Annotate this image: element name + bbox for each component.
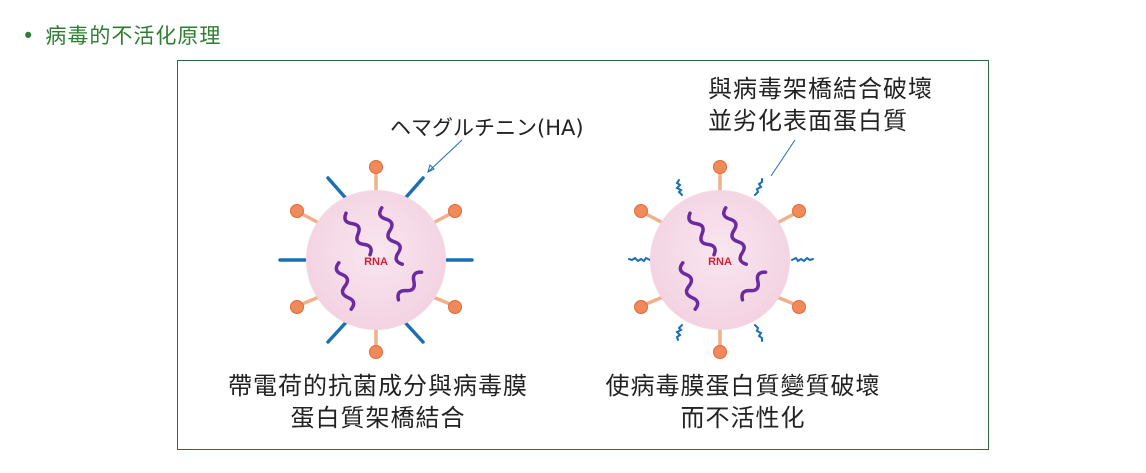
right-annotation: 與病毒架橋結合破壞 並劣化表面蛋白質	[708, 73, 933, 137]
rna-strand	[378, 206, 405, 266]
rna-strands	[678, 206, 768, 311]
rna-label: RNA	[364, 256, 388, 268]
degraded-spikes	[628, 178, 814, 342]
left-caption: 帶電荷的抗菌成分與病毒膜 蛋白質架橋結合	[208, 370, 548, 434]
protein-ball	[369, 160, 383, 174]
rna-strand	[334, 261, 356, 311]
right-caption-line1: 使病毒膜蛋白質變質破壞	[605, 372, 881, 400]
virus-envelope	[650, 190, 790, 330]
heading-text: 病毒的不活化原理	[45, 24, 222, 48]
degraded-spike	[675, 179, 683, 196]
rna-strand	[722, 206, 749, 266]
degraded-spike	[754, 178, 763, 196]
protein-ball	[634, 300, 648, 314]
degraded-spike	[628, 256, 651, 263]
section-heading: • 病毒的不活化原理	[22, 20, 221, 50]
right-caption-line2: 而不活性化	[680, 404, 806, 432]
right-virus: RNA	[628, 139, 814, 359]
degraded-spike	[675, 324, 683, 341]
heading-bullet: •	[22, 24, 36, 48]
left-virus: RNA	[278, 139, 474, 359]
ha-label: ヘマグルチニン(HA)	[390, 116, 584, 140]
protein-ball	[448, 300, 462, 314]
diagram-frame	[177, 60, 989, 450]
virus-envelope	[306, 190, 446, 330]
protein-ball	[792, 300, 806, 314]
protein-ball	[448, 204, 462, 218]
protein-balls	[634, 160, 806, 359]
protein-ball	[634, 204, 648, 218]
protein-balls	[290, 160, 462, 359]
protein-ball	[792, 204, 806, 218]
protein-ball	[713, 345, 727, 359]
right-annotation-line2: 並劣化表面蛋白質	[708, 107, 908, 135]
degraded-spike	[791, 256, 814, 263]
rna-label: RNA	[708, 256, 732, 268]
rna-strand	[343, 211, 373, 257]
left-caption-line1: 帶電荷的抗菌成分與病毒膜	[228, 372, 528, 400]
rna-strand	[678, 261, 700, 311]
ha-pointer-arrow	[427, 164, 435, 173]
rna-strand	[687, 211, 717, 257]
rna-strand	[396, 270, 424, 302]
degraded-spike	[754, 324, 763, 342]
right-caption: 使病毒膜蛋白質變質破壞 而不活性化	[578, 370, 908, 434]
protein-ball	[290, 300, 304, 314]
protein-ball	[290, 204, 304, 218]
ha-pointer-line	[427, 139, 463, 173]
right-annotation-line1: 與病毒架橋結合破壞	[708, 75, 933, 103]
rna-strand	[740, 270, 768, 302]
left-caption-line2: 蛋白質架橋結合	[290, 404, 466, 432]
protein-ball	[369, 345, 383, 359]
rna-strands	[334, 206, 424, 311]
protein-ball	[713, 160, 727, 174]
annotation-pointer-line	[770, 139, 796, 177]
